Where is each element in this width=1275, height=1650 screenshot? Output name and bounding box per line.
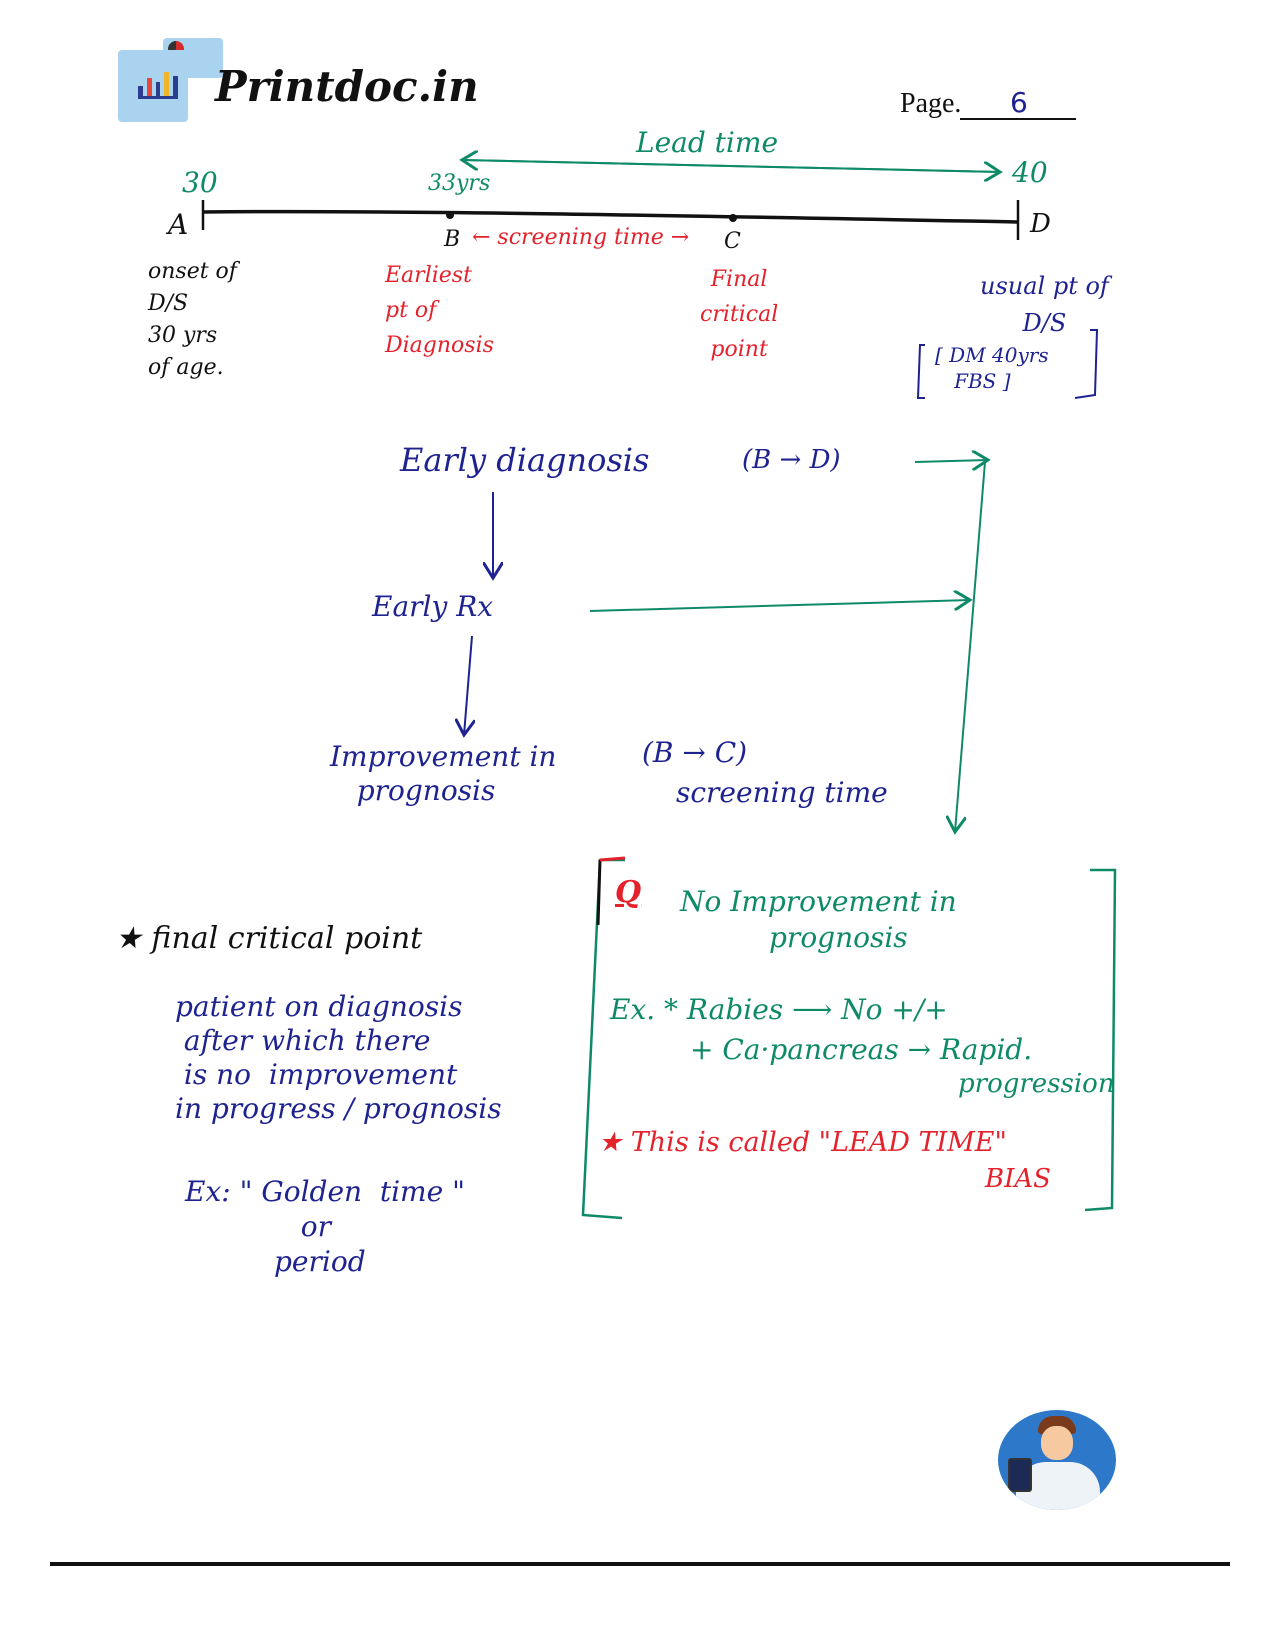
point-b-label: B: [444, 227, 461, 252]
c-note: Final critical point: [700, 267, 779, 363]
page-bottom-rule: [50, 1562, 1230, 1566]
question-marker: Q: [615, 875, 642, 910]
improvement-in-prognosis: Improvement in prognosis: [330, 740, 557, 807]
page-number-underline: [960, 118, 1076, 120]
logo: [118, 38, 223, 123]
d-bracket-right: [1074, 329, 1099, 399]
point-b-dot: [446, 211, 454, 219]
screening-time-note: screening time: [676, 776, 888, 809]
b-to-c: (B → C): [642, 736, 748, 769]
avatar: [998, 1410, 1116, 1510]
a-note: onset of D/S 30 yrs of age.: [148, 259, 237, 380]
lead-time-bias-word: BIAS: [985, 1164, 1051, 1194]
lead-time-label: Lead time: [636, 126, 779, 159]
critical-point-heading: ★ final critical point: [115, 921, 423, 956]
golden-time-example: Ex: " Golden time " or period: [185, 1175, 465, 1278]
avatar-tablet-icon: [1008, 1458, 1032, 1492]
early-diagnosis: Early diagnosis: [400, 441, 650, 479]
point-c-label: C: [724, 229, 741, 254]
age-d: 40: [1012, 156, 1048, 189]
example-rabies: Ex. * Rabies ⟶ No +/+: [610, 993, 948, 1026]
lead-time-bias-text: ★ This is called "LEAD TIME": [598, 1127, 1007, 1158]
screening-time-label: ← screening time →: [472, 225, 690, 250]
box-bracket-left: [581, 858, 625, 1220]
box-bracket-right: [1084, 868, 1117, 1212]
lead-time-arrow: [462, 160, 1000, 172]
point-c-dot: [729, 214, 737, 222]
point-d-label: D: [1030, 209, 1051, 239]
arrow-rx-to-improvement: [464, 635, 472, 735]
example-progression: progression: [958, 1069, 1115, 1099]
d-bracket-note: [ DM 40yrs FBS ]: [935, 343, 1049, 393]
page-number: 6: [1010, 86, 1028, 119]
arrow-down-to-box: [955, 461, 986, 832]
d-bracket-left: [916, 344, 925, 399]
arrow-rx-right: [589, 600, 970, 612]
logo-bar-chart-icon: [138, 66, 178, 99]
critical-point-definition: patient on diagnosis after which there i…: [175, 990, 502, 1126]
age-a: 30: [182, 166, 218, 199]
early-rx: Early Rx: [372, 590, 494, 623]
timeline-axis: [202, 209, 1019, 224]
brand-name: Printdoc.in: [215, 62, 479, 111]
avatar-face: [1041, 1426, 1073, 1460]
b-note: Earliest pt of Diagnosis: [385, 263, 494, 359]
arrow-diag-right: [914, 460, 988, 462]
no-improvement-text: No Improvement in prognosis: [680, 885, 957, 955]
page-label: Page.: [900, 88, 962, 119]
point-a-label: A: [168, 208, 189, 241]
age-b: 33yrs: [428, 171, 491, 196]
example-ca-pancreas: + Ca·pancreas → Rapid.: [690, 1033, 1033, 1066]
b-to-d: (B → D): [742, 445, 841, 475]
d-note: usual pt of D/S: [980, 272, 1109, 338]
